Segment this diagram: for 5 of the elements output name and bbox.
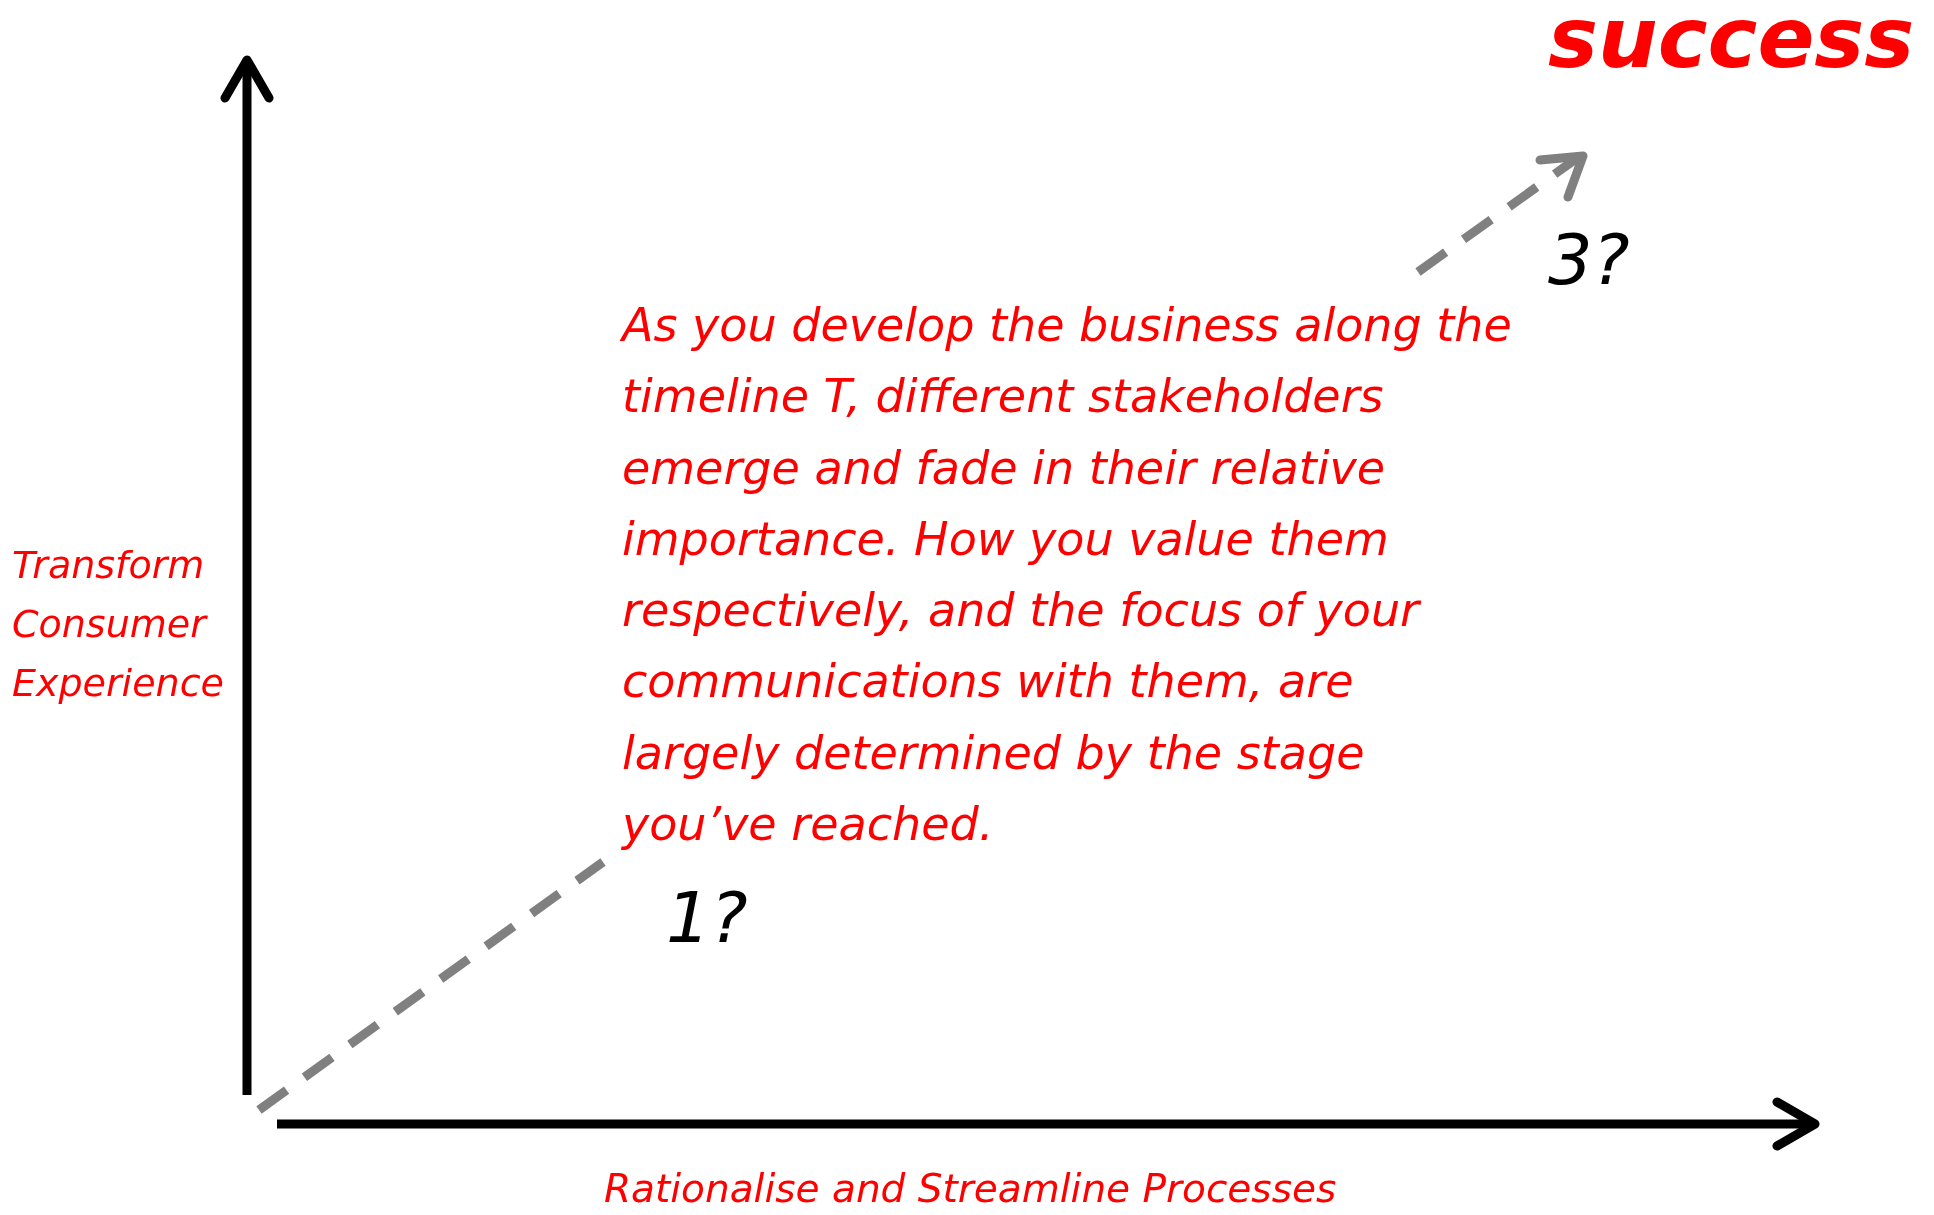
heading: success bbox=[1548, 0, 1916, 85]
stage-label: 3? bbox=[1548, 222, 1631, 299]
axis-title: Rationalise and Streamline Processes bbox=[604, 1166, 1338, 1213]
stage-label: 1? bbox=[666, 880, 749, 957]
axis-title: Transform Consumer Experience bbox=[12, 542, 225, 707]
